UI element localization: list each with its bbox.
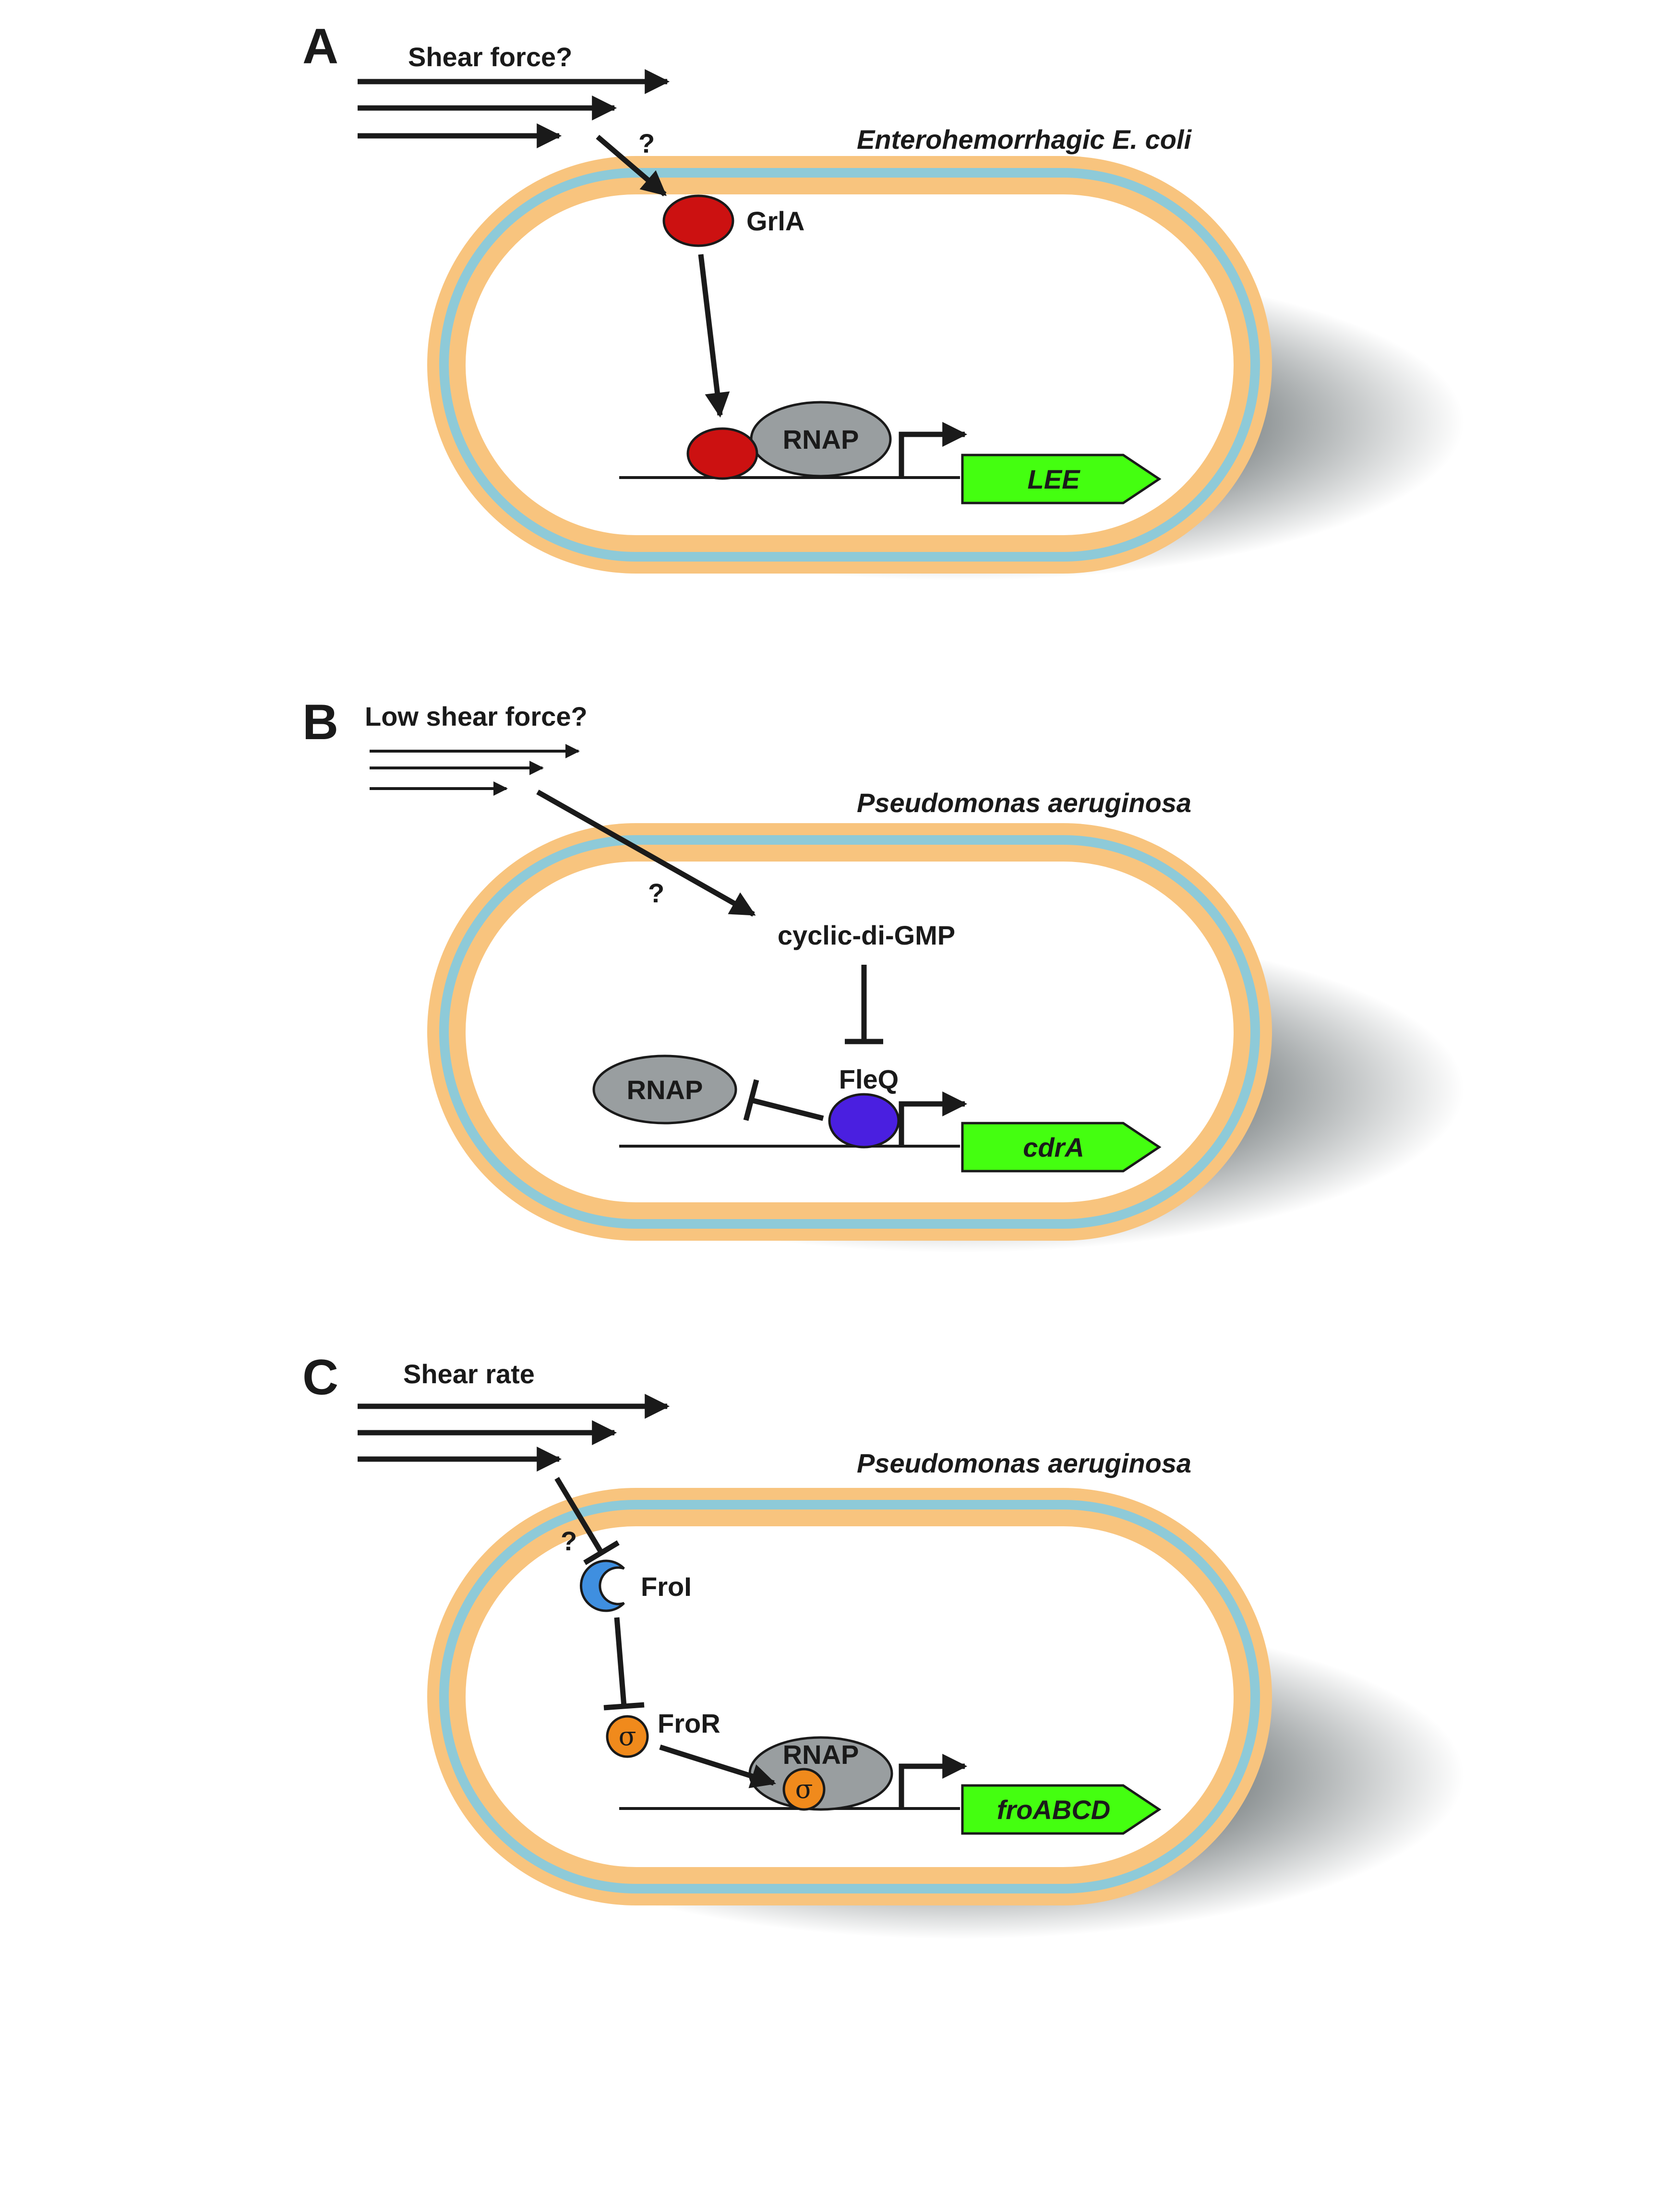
- panel-b-rnap: [592, 1054, 737, 1125]
- panel-a-question-mark: ?: [638, 128, 655, 158]
- panel-c-fror-sigma-free: σ: [606, 1715, 649, 1758]
- panel-c-gene-label: froABCD: [997, 1795, 1110, 1825]
- panel-b-stimulus-label: Low shear force?: [365, 701, 588, 731]
- panel-a-gene-label: LEE: [1028, 464, 1081, 494]
- panel-c-gene-box: [961, 1784, 1162, 1835]
- panel-a-grla-bound: [686, 427, 758, 480]
- panel-a-flow-arrows-icon: [358, 69, 670, 148]
- panel-c-cell: [427, 1488, 1464, 1939]
- panel-b-fleq-label: FleQ: [839, 1064, 899, 1094]
- panel-a-gene-box: [961, 454, 1162, 504]
- panel-c-activation-arrow: [659, 1744, 776, 1788]
- panel-b-flow-arrows-icon: [370, 744, 580, 796]
- panel-b-fleq-protein: [828, 1093, 900, 1149]
- panel-b-letter: B: [302, 695, 338, 750]
- panel-a-organism-label: Enterohemorrhagic E. coli: [857, 124, 1192, 155]
- panel-c-stimulus-label: Shear rate: [403, 1359, 535, 1389]
- panel-c-shear-repression-icon: [554, 1477, 620, 1565]
- panel-c-question-mark: ?: [561, 1526, 577, 1556]
- panel-b-gene-box: [961, 1122, 1162, 1173]
- panel-a-activation-arrow: [698, 254, 730, 418]
- panel-c-fror-label: FroR: [658, 1708, 720, 1738]
- panel-c-organism-label: Pseudomonas aeruginosa: [857, 1448, 1191, 1478]
- panel-b-question-mark: ?: [648, 878, 664, 908]
- panel-c-froi-label: FroI: [641, 1571, 692, 1602]
- panel-b: B Low shear force? Pseudomonas aeruginos…: [302, 695, 1464, 1253]
- panel-c-froi-protein: [579, 1559, 625, 1612]
- panel-c-flow-arrows-icon: [358, 1394, 670, 1472]
- panel-b-promoter-arrow: [899, 1091, 968, 1145]
- panel-c-letter: C: [302, 1350, 338, 1405]
- panel-c-fror-sigma-symbol: σ: [619, 1721, 636, 1751]
- panel-a-cytoplasm: [466, 194, 1234, 535]
- panel-a-signal-arrow: [596, 134, 667, 197]
- panel-b-cell: [427, 823, 1464, 1253]
- panel-c-fror-protein: [606, 1715, 649, 1758]
- panel-b-organism-label: Pseudomonas aeruginosa: [857, 788, 1191, 818]
- panel-a-rnap-label: RNAP: [783, 424, 859, 455]
- panel-a-grla-protein: [662, 194, 734, 247]
- panel-a-grla-label: GrlA: [746, 206, 804, 236]
- panel-b-cdg-label: cyclic-di-GMP: [778, 920, 955, 950]
- panel-c: C Shear rate Pseudomonas aeruginosa ? Fr…: [302, 1350, 1464, 1939]
- panel-a: A Shear force? ? Enterohemorrhagic E. co…: [302, 19, 1464, 581]
- panel-a-cell: [427, 156, 1464, 581]
- panel-c-promoter-arrow: [899, 1754, 968, 1808]
- panel-c-rnap-label: RNAP: [783, 1739, 859, 1770]
- panel-b-gene-label: cdrA: [1023, 1132, 1084, 1162]
- panel-a-letter: A: [302, 19, 338, 74]
- panel-b-signal-arrow: [536, 790, 756, 917]
- panel-c-froi-repression-icon: [603, 1617, 645, 1711]
- panel-c-sigma-bound-protein: [782, 1768, 826, 1811]
- panel-b-fleq-repression-icon: [743, 1079, 824, 1121]
- panel-c-fror-sigma-bound: σ: [782, 1768, 826, 1811]
- panel-a-promoter-arrow: [899, 422, 968, 477]
- panel-b-rnap-label: RNAP: [627, 1075, 703, 1105]
- panel-c-cytoplasm: [466, 1526, 1234, 1867]
- panel-b-cdg-repression-icon: [845, 965, 883, 1044]
- panel-c-sigma-bound-symbol: σ: [795, 1774, 813, 1804]
- panel-a-stimulus-label: Shear force?: [408, 42, 572, 72]
